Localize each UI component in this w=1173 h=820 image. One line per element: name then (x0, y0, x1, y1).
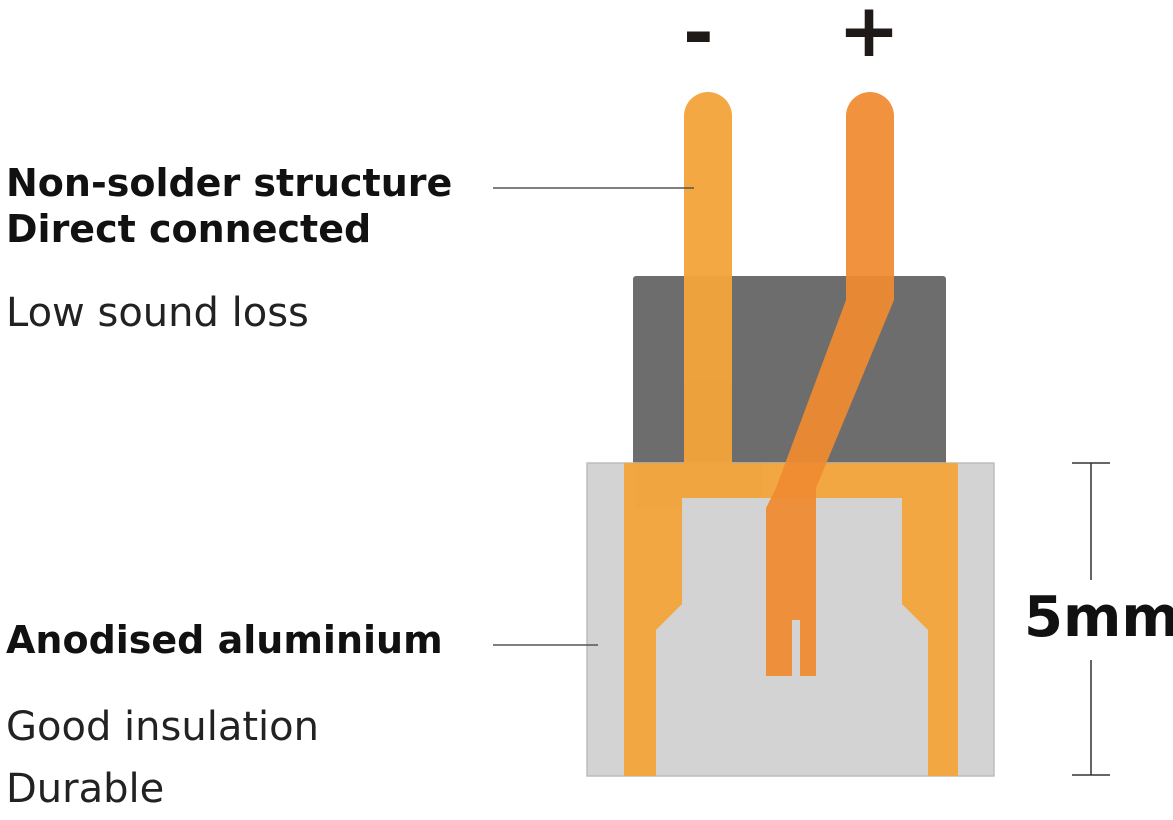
dimension-bracket (1072, 462, 1110, 776)
negative-terminal-sign: - (683, 0, 714, 76)
subtext-line-1: Good insulation (6, 704, 319, 750)
negative-pin (624, 92, 958, 776)
upper-housing (633, 276, 946, 466)
positive-terminal-sign: + (838, 0, 901, 74)
dimension-label: 5mm (1024, 585, 1173, 650)
feature-subtext-material: Good insulation Durable (6, 696, 319, 820)
feature-heading-material: Anodised aluminium (6, 618, 443, 662)
feature-heading-structure: Non-solder structure Direct connected (6, 160, 452, 253)
connector-diagram (493, 92, 1110, 777)
positive-pin (766, 92, 894, 676)
heading-line-1: Non-solder structure (6, 161, 453, 205)
feature-subtext-sound: Low sound loss (6, 290, 309, 336)
subtext-line-2: Durable (6, 766, 165, 812)
heading-line-2: Direct connected (6, 207, 372, 252)
